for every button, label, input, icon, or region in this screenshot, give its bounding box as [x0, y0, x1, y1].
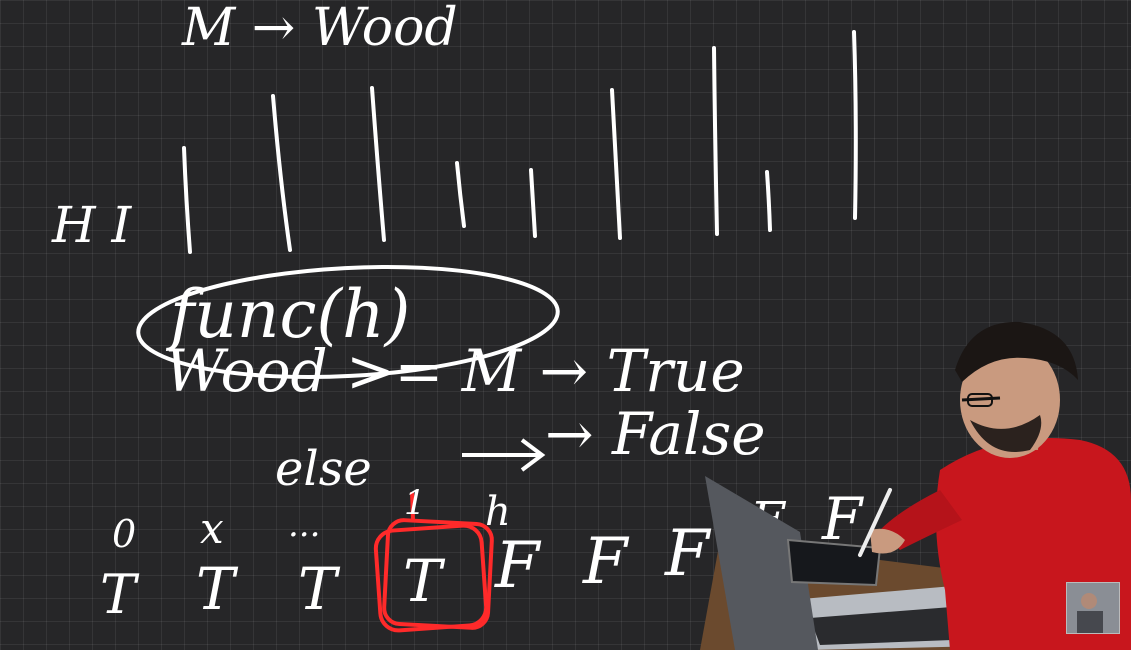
bool-cell: T	[100, 563, 137, 626]
else-text: else	[275, 441, 372, 497]
height-bar	[610, 88, 622, 240]
bool-cell: T	[196, 555, 235, 623]
height-bar	[712, 46, 719, 236]
height-bar	[529, 168, 537, 238]
bool-cell: F	[822, 485, 863, 553]
height-bar	[271, 94, 292, 252]
index-x: x	[200, 504, 224, 553]
condition-text: Wood >= M → True	[165, 337, 745, 405]
bool-cell: F	[665, 517, 710, 591]
index-h: h	[485, 489, 511, 535]
heading-text: M → Wood	[182, 0, 458, 58]
func-text: func(h)	[170, 276, 411, 353]
index-zero: 0	[112, 512, 137, 556]
array-label: H I	[52, 196, 132, 254]
bool-cell: F	[583, 525, 628, 599]
height-bar	[370, 86, 386, 242]
else-arrow	[462, 438, 546, 472]
bool-cell: T	[298, 555, 337, 623]
height-bar	[455, 161, 466, 228]
bool-cell: T	[403, 547, 442, 615]
height-bar	[852, 30, 858, 220]
height-bar	[182, 146, 192, 254]
height-bar	[765, 170, 772, 232]
highlight-box	[373, 491, 494, 633]
index-one: 1	[404, 483, 426, 523]
bool-cell: F	[495, 529, 540, 603]
presenter-pip-icon	[1067, 583, 1119, 633]
func-circle	[136, 264, 560, 380]
webcam-thumbnail	[1066, 582, 1120, 634]
index-dots: ...	[288, 505, 321, 545]
false-text: → False	[545, 400, 766, 468]
